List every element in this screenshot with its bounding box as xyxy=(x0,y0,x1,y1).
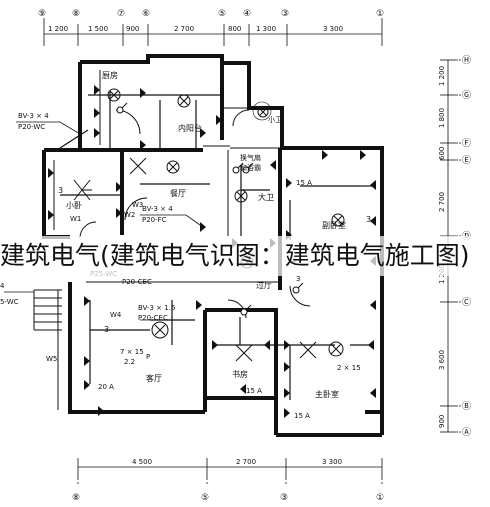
lamp-master xyxy=(328,341,344,357)
dim-bottom: 4 500 xyxy=(132,458,152,466)
room-hall: 过厅 xyxy=(256,280,272,290)
dim-right: 900 xyxy=(438,415,446,428)
wire-spec: BV-3 × 4 xyxy=(142,205,173,213)
dim-right: 1 200 xyxy=(438,66,446,86)
room-small-bedroom: 小卧 xyxy=(66,201,82,210)
room-big-wc: 大卫 xyxy=(258,192,274,202)
room-inner-balcony: 内阳台 xyxy=(178,123,202,133)
grid-bottom-label: ⑧ xyxy=(72,493,80,503)
dim-right: 3 600 xyxy=(438,350,446,370)
grid-top-label: ⑥ xyxy=(142,9,150,19)
grid-top-label: ③ xyxy=(281,9,289,19)
dim-top: 1 500 xyxy=(88,25,108,33)
grid-axis-top: ⑨ ⑧ ⑦ ⑥ ⑤ ④ ③ ① xyxy=(38,9,384,19)
grid-axis-bottom: ⑧ ⑤ ③ ① xyxy=(72,493,384,503)
grid-top-label: ④ xyxy=(243,9,251,19)
circuit-label: W2 xyxy=(124,211,135,219)
dimensions-bottom: 4 500 2 700 3 300 xyxy=(132,458,342,466)
lamp-balcony xyxy=(177,94,191,108)
dim-bottom: 2 700 xyxy=(236,458,256,466)
room-secondary-bedroom: 副卧室 xyxy=(322,220,346,230)
grid-bottom-label: ③ xyxy=(280,493,288,503)
room-kitchen: 厨房 xyxy=(102,70,118,80)
circuit-label: W5 xyxy=(46,355,57,363)
wire-spec: BV-3 × 4 xyxy=(18,112,49,120)
misc-labels: 20 A 15 A 15 A 15 A 7 × 15 2.2 P 2 × 15 … xyxy=(58,179,371,420)
dim-top: 800 xyxy=(228,25,241,33)
lamp-big-wc xyxy=(234,189,248,203)
dim-right: 600 xyxy=(438,147,446,160)
grid-bottom-label: ① xyxy=(376,493,384,503)
circuit-label: W1 xyxy=(70,215,81,223)
lamp-corner xyxy=(252,101,272,121)
wire-spec: P20-CEC xyxy=(122,278,152,286)
lamp-living xyxy=(151,321,169,339)
label-exhaust: 换气扇 xyxy=(240,153,261,162)
wire-spec: BV-3 × 1.5 xyxy=(138,304,175,312)
dim-top: 1 300 xyxy=(256,25,276,33)
lamp-small-wc xyxy=(257,106,269,118)
grid-bottom-label: ⑤ xyxy=(201,493,209,503)
fan-dining xyxy=(129,157,147,175)
rating-label: 20 A xyxy=(98,383,114,391)
grid-right-label: Ⓐ xyxy=(462,427,471,438)
circuit-label: W3 xyxy=(132,201,143,209)
grid-top-label: ⑦ xyxy=(117,9,125,19)
lamp-spec: 7 × 15 xyxy=(120,348,144,356)
room-labels: 厨房 内阳台 小卫 小卧 餐厅 换气扇 和浴霸 大卫 副卧室 过厅 客厅 书房 … xyxy=(66,70,346,399)
grid-right-label: Ⓕ xyxy=(462,138,471,149)
grid-right-label: Ⓒ xyxy=(462,297,471,308)
grid-top-label: ⑧ xyxy=(72,9,80,19)
wire-spec: P20-FC xyxy=(142,216,167,224)
rating-label: 15 A xyxy=(296,179,312,187)
grid-top-label: ① xyxy=(376,9,384,19)
wire-spec: P20-CEC xyxy=(138,314,168,322)
grid-right-label: Ⓖ xyxy=(462,90,471,101)
room-study: 书房 xyxy=(232,369,248,379)
dim-top: 1 200 xyxy=(48,25,68,33)
lamp-spec: 2.2 xyxy=(124,358,135,366)
lamp-dining xyxy=(166,160,180,174)
circuit-label: W4 xyxy=(110,311,122,319)
wire-count: 3 xyxy=(104,325,109,334)
wire-count: 3 xyxy=(366,215,371,224)
wire-spec: 5-WC xyxy=(0,298,19,306)
dim-top: 3 300 xyxy=(323,25,343,33)
lamp-spec: P xyxy=(146,353,150,361)
dimensions-top: 1 200 1 500 900 2 700 800 1 300 3 300 xyxy=(48,25,343,33)
lamp-secondary-bedroom xyxy=(331,213,345,227)
wire-count: 3 xyxy=(296,275,300,283)
wire-spec: 4 xyxy=(0,282,5,290)
room-master-bedroom: 主卧室 xyxy=(315,389,339,399)
wire-count: 3 xyxy=(58,186,63,195)
lamp-kitchen xyxy=(107,88,121,102)
grid-right-label: Ⓑ xyxy=(462,401,471,412)
grid-top-label: ⑨ xyxy=(38,9,46,19)
grid-top-label: ⑤ xyxy=(218,9,226,19)
room-small-wc: 小卫 xyxy=(268,115,282,124)
dim-right: 2 700 xyxy=(438,192,446,212)
dim-top: 2 700 xyxy=(174,25,194,33)
lamp-spec: 2 × 15 xyxy=(337,364,361,372)
dim-top: 900 xyxy=(126,25,139,33)
rating-label: 15 A xyxy=(294,412,310,420)
dim-right: 1 800 xyxy=(438,108,446,128)
fan-master xyxy=(299,341,317,359)
room-living: 客厅 xyxy=(146,373,162,383)
fan-study xyxy=(235,344,253,362)
grid-right-label: Ⓗ xyxy=(462,55,471,66)
dim-bottom: 3 300 xyxy=(322,458,342,466)
page-caption: 建筑电气(建筑电气识图：建筑电气施工图) xyxy=(0,236,490,276)
label-bath-heater: 和浴霸 xyxy=(240,163,261,172)
fan-small-bedroom xyxy=(73,179,92,201)
rating-label: 15 A xyxy=(246,387,262,395)
grid-right-label: Ⓔ xyxy=(462,155,471,166)
room-dining: 餐厅 xyxy=(170,189,186,198)
wire-spec: P20-WC xyxy=(18,123,45,131)
